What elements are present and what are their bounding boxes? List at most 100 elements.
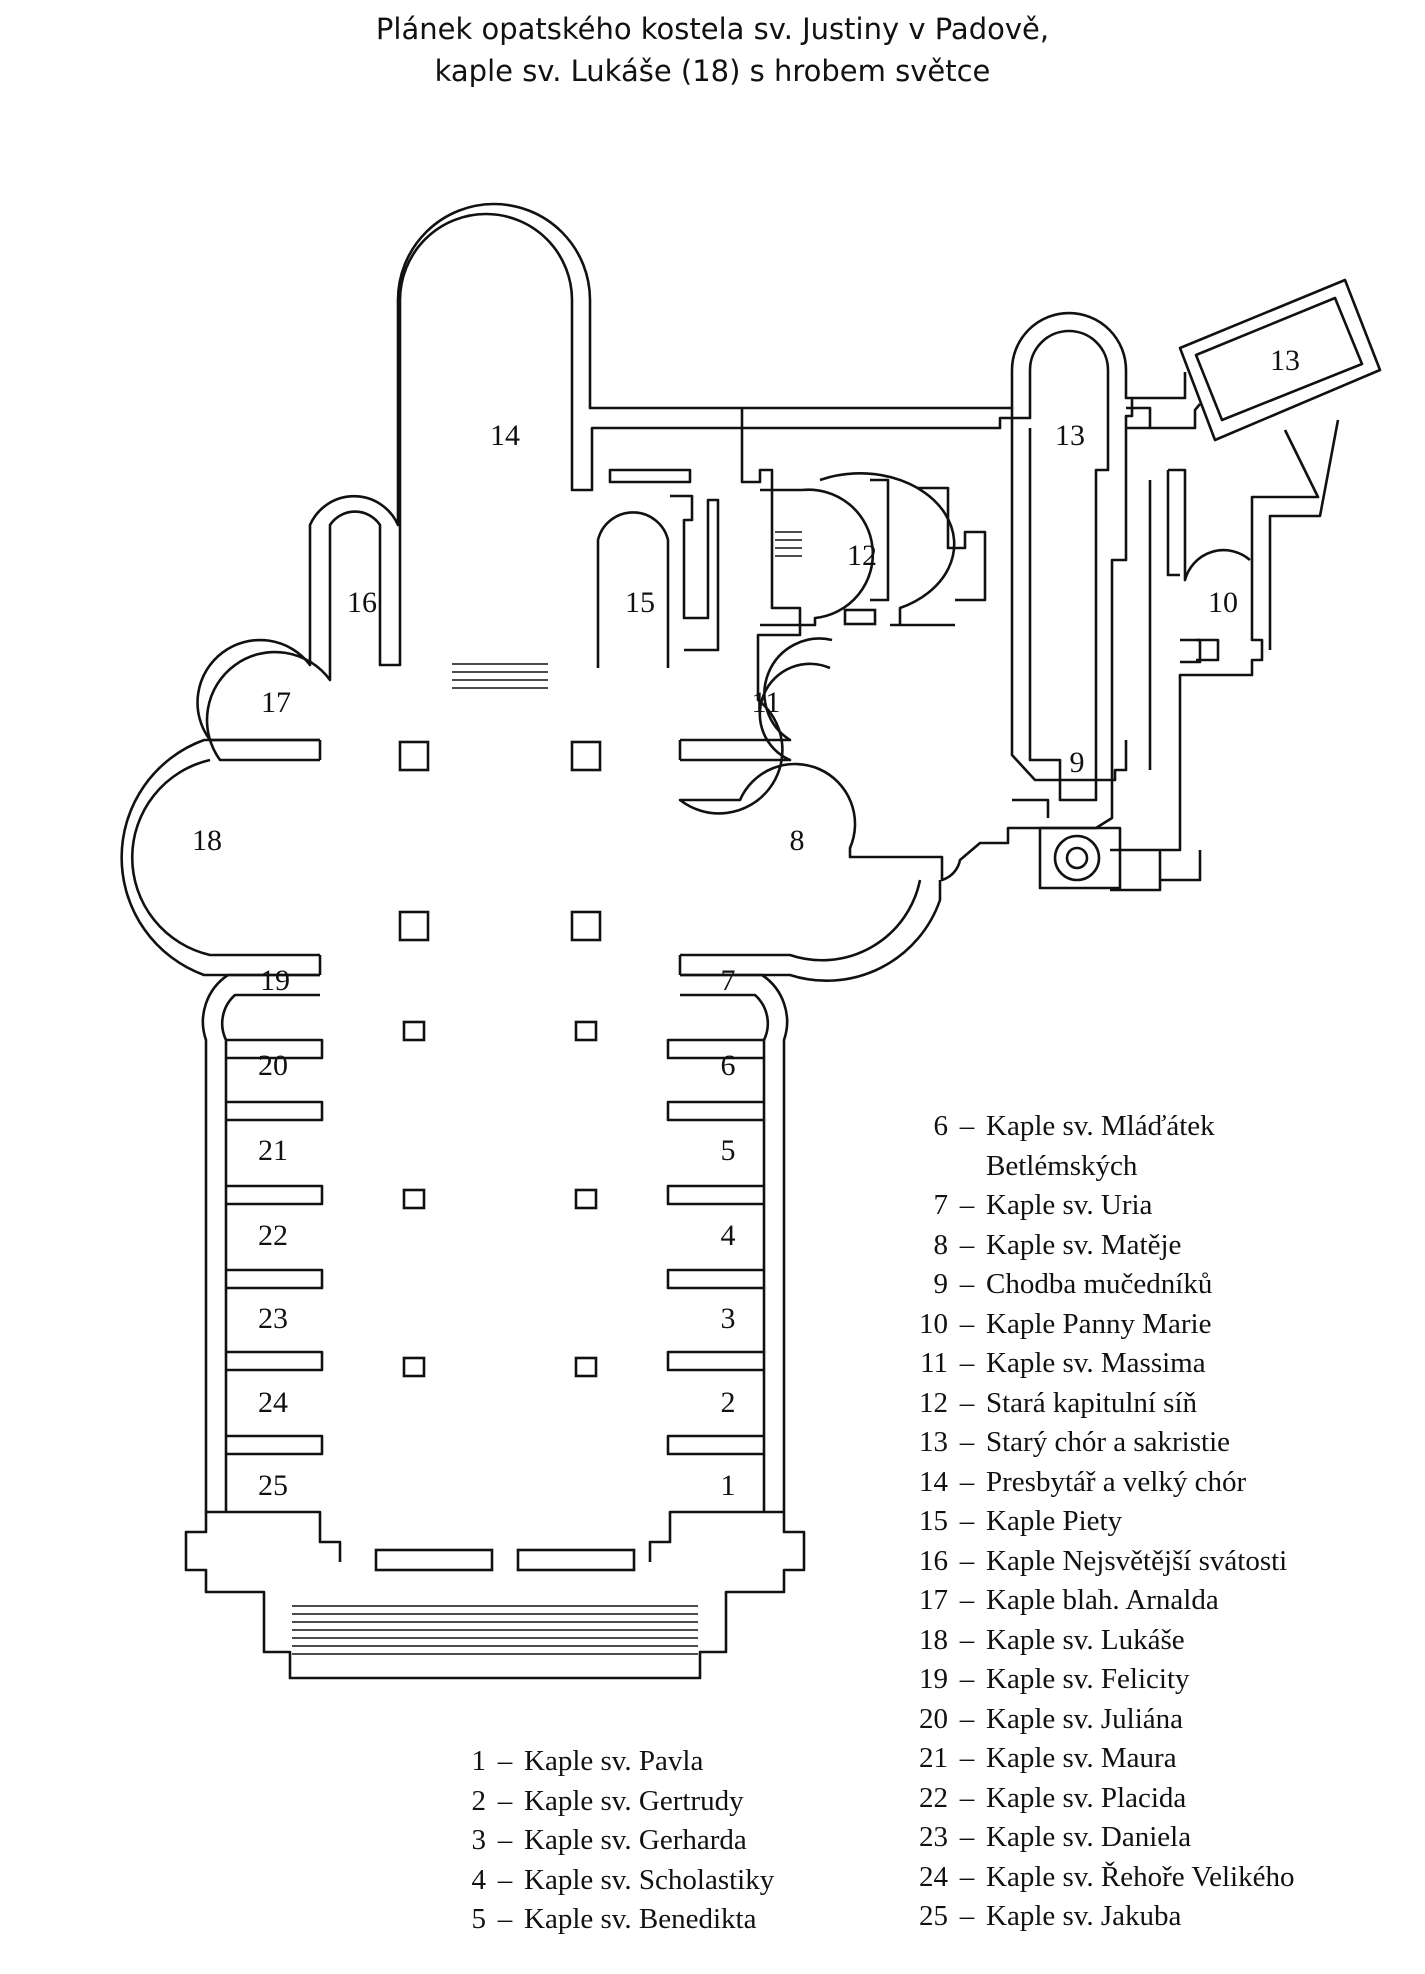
- legend-label: Kaple blah. Arnalda: [986, 1584, 1219, 1616]
- label-13-old-choir: 13: [1055, 419, 1085, 452]
- legend-item: 24–Kaple sv. Řehoře Velikého: [890, 1858, 1294, 1898]
- martyrs-corridor: [1012, 798, 1202, 892]
- legend-label: Kaple sv. Uria: [986, 1189, 1153, 1221]
- legend-label-continued: Betlémských: [986, 1149, 1138, 1182]
- legend-number: 2: [471, 1784, 487, 1817]
- legend-dash: –: [959, 1584, 975, 1616]
- legend-number: 19: [919, 1663, 948, 1695]
- legend-item: 18–Kaple sv. Lukáše: [890, 1621, 1294, 1661]
- label-7: 7: [721, 964, 736, 997]
- label-15: 15: [625, 586, 655, 619]
- legend-label: Kaple sv. Scholastiky: [524, 1863, 775, 1896]
- label-6: 6: [721, 1049, 736, 1082]
- legend-item: 23–Kaple sv. Daniela: [890, 1818, 1294, 1858]
- legend-label: Chodba mučedníků: [986, 1268, 1213, 1300]
- legend-number: 7: [933, 1189, 949, 1221]
- label-13-sacristy: 13: [1270, 344, 1300, 377]
- legend-label: Kaple sv. Gertrudy: [524, 1784, 744, 1817]
- label-8: 8: [790, 824, 805, 857]
- front-steps: [292, 531, 802, 1655]
- label-19: 19: [260, 964, 290, 997]
- legend-label: Kaple sv. Placida: [986, 1781, 1187, 1814]
- legend-item: 25–Kaple sv. Jakuba: [890, 1897, 1294, 1937]
- caption-line-2: kaple sv. Lukáše (18) s hrobem světce: [434, 54, 991, 88]
- legend-dash: –: [959, 1228, 975, 1261]
- legend-dash: –: [959, 1623, 975, 1656]
- legend-label: Kaple sv. Pavla: [524, 1745, 704, 1777]
- legend-number: 10: [919, 1307, 948, 1340]
- legend-item: 2–Kaple sv. Gertrudy: [456, 1782, 774, 1822]
- legend-item: 19–Kaple sv. Felicity: [890, 1660, 1294, 1700]
- legend-label: Stará kapitulní síň: [986, 1386, 1198, 1419]
- legend-label: Kaple sv. Gerharda: [524, 1824, 747, 1856]
- label-25: 25: [258, 1469, 288, 1502]
- legend-label: Kaple sv. Lukáše: [986, 1623, 1185, 1656]
- legend-label: Kaple sv. Massima: [986, 1347, 1206, 1379]
- side-chapels: [226, 1038, 764, 1572]
- legend-dash: –: [959, 1110, 975, 1142]
- label-14: 14: [490, 419, 520, 452]
- legend-dash: –: [959, 1465, 975, 1498]
- legend-label: Presbytář a velký chór: [986, 1465, 1247, 1498]
- legend-label: Kaple sv. Matěje: [986, 1228, 1182, 1261]
- sacristy-and-chapel-10: [1110, 278, 1382, 852]
- legend-number: 5: [471, 1903, 487, 1935]
- legend-number: 24: [919, 1860, 948, 1893]
- legend-dash: –: [959, 1426, 975, 1458]
- inner-walls: [131, 212, 1110, 1514]
- legend-label: Starý chór a sakristie: [986, 1426, 1231, 1458]
- legend-item: 14–Presbytář a velký chór: [890, 1463, 1294, 1503]
- legend-item: 16–Kaple Nejsvětější svátosti: [890, 1542, 1294, 1582]
- legend-number: 13: [919, 1426, 948, 1458]
- legend-item: 11–Kaple sv. Massima: [890, 1344, 1294, 1384]
- legend-dash: –: [497, 1863, 513, 1896]
- legend-dash: –: [497, 1903, 513, 1935]
- legend-item: 13–Starý chór a sakristie: [890, 1423, 1294, 1463]
- label-4: 4: [721, 1219, 736, 1252]
- label-17: 17: [261, 686, 291, 719]
- legend-label: Kaple sv. Felicity: [986, 1663, 1190, 1695]
- legend-number: 14: [919, 1465, 948, 1498]
- legend-label: Kaple Nejsvětější svátosti: [986, 1544, 1288, 1577]
- label-9: 9: [1070, 746, 1085, 779]
- legend-dash: –: [959, 1505, 975, 1537]
- chapel-15-and-chapter-house: [596, 468, 987, 668]
- legend-number: 3: [471, 1824, 487, 1856]
- outer-walls: [120, 202, 1134, 1680]
- legend-dash: –: [959, 1742, 975, 1774]
- label-11: 11: [752, 686, 781, 719]
- label-2: 2: [721, 1386, 736, 1419]
- legend-number: 9: [933, 1268, 949, 1300]
- label-23: 23: [258, 1302, 288, 1335]
- legend-label: Kaple Piety: [986, 1505, 1123, 1537]
- legend-number: 17: [919, 1584, 948, 1616]
- legend-number: 22: [919, 1781, 948, 1814]
- legend-label: Kaple sv. Řehoře Velikého: [986, 1860, 1295, 1893]
- legend-item: 7–Kaple sv. Uria: [890, 1186, 1294, 1226]
- legend-item: 21–Kaple sv. Maura: [890, 1739, 1294, 1779]
- legend-number: 25: [919, 1900, 948, 1932]
- legend-number: 4: [471, 1863, 487, 1896]
- legend-dash: –: [959, 1189, 975, 1221]
- legend-item: 3–Kaple sv. Gerharda: [456, 1821, 774, 1861]
- legend-dash: –: [959, 1347, 975, 1379]
- label-18: 18: [192, 824, 222, 857]
- legend-item: 4–Kaple sv. Scholastiky: [456, 1861, 775, 1901]
- label-10: 10: [1208, 586, 1238, 619]
- legend-item: 1–Kaple sv. Pavla: [456, 1742, 774, 1782]
- legend-number: 8: [933, 1228, 949, 1261]
- legend-dash: –: [959, 1781, 975, 1814]
- legend-label: Kaple sv. Juliána: [986, 1702, 1184, 1735]
- legend-number: 21: [919, 1742, 948, 1774]
- legend-item: 12–Stará kapitulní síň: [890, 1384, 1294, 1424]
- legend-dash: –: [959, 1821, 975, 1853]
- legend-dash: –: [959, 1386, 975, 1419]
- caption: Plánek opatského kostela sv. Justiny v P…: [0, 8, 1425, 92]
- label-20: 20: [258, 1049, 288, 1082]
- legend-item: 8–Kaple sv. Matěje: [890, 1226, 1294, 1266]
- label-1: 1: [721, 1469, 736, 1502]
- label-12: 12: [847, 539, 877, 572]
- legend-dash: –: [959, 1860, 975, 1893]
